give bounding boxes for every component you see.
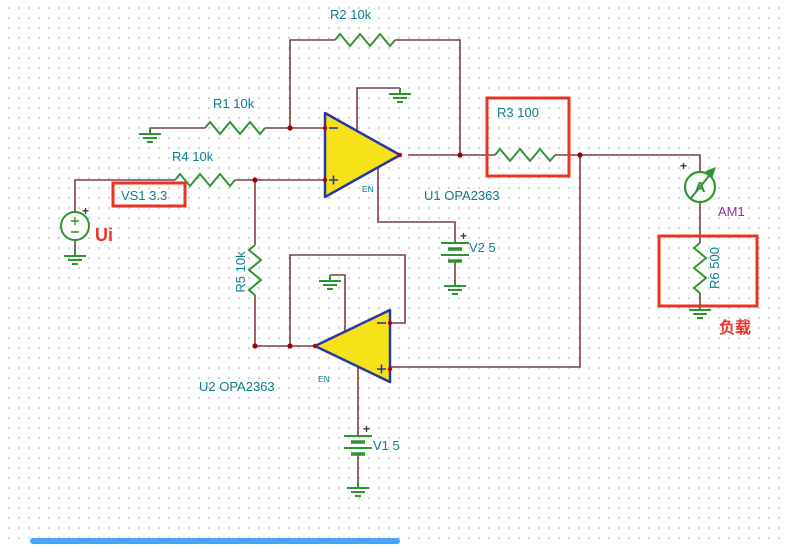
junction-dot xyxy=(577,152,583,158)
junction-dot xyxy=(287,125,293,131)
pin-dot xyxy=(387,320,393,326)
opamp-u2-label: U2 OPA2363 xyxy=(199,379,275,394)
battery-v2[interactable]: + V2 5 xyxy=(441,229,496,263)
pin-dot xyxy=(322,125,328,131)
ammeter-am1[interactable]: A + AM1 xyxy=(680,159,745,219)
ground-u1-supply[interactable] xyxy=(389,88,411,103)
wire-sense-to-u2[interactable] xyxy=(390,155,581,368)
battery-v1-label: V1 5 xyxy=(373,438,400,453)
resistor-r5-label: R5 10k xyxy=(233,251,248,293)
pin-dots xyxy=(312,125,403,372)
resistor-r3-label: R3 100 xyxy=(497,105,539,120)
source-vs1-label: VS1 3.3 xyxy=(121,188,167,203)
battery-v2-short-plates xyxy=(448,247,462,263)
opamp-u2[interactable]: EN U2 OPA2363 xyxy=(199,308,392,394)
ground-v2[interactable] xyxy=(444,280,466,295)
wire-u2-supply-gnd[interactable] xyxy=(330,274,346,332)
resistor-r6-label: R6 500 xyxy=(707,247,722,289)
resistor-r5-body xyxy=(247,244,263,296)
annotation-box-vs1 xyxy=(111,181,187,208)
ammeter-am1-label: AM1 xyxy=(718,204,745,219)
resistor-r2-body xyxy=(334,32,396,48)
battery-v2-plus: + xyxy=(460,229,467,243)
ground-v1[interactable] xyxy=(347,482,369,497)
opamp-u1-body xyxy=(323,111,402,199)
ground-u2-supply[interactable] xyxy=(319,275,341,290)
battery-v1-plus: + xyxy=(363,422,370,436)
source-vs1-body xyxy=(60,211,90,241)
battery-v1[interactable]: + V1 5 xyxy=(344,422,400,456)
annotation-load-label: 负载 xyxy=(719,318,751,337)
resistor-r6[interactable]: R6 500 xyxy=(692,242,722,294)
resistor-r1-body xyxy=(204,120,266,136)
red-annotations: Ui 负载 xyxy=(95,96,759,337)
resistor-r1-label: R1 10k xyxy=(213,96,255,111)
battery-v2-long-plates xyxy=(441,242,469,256)
resistor-r3-body xyxy=(494,147,556,163)
annotation-box-r6 xyxy=(657,234,759,308)
resistor-r2-label: R2 10k xyxy=(330,7,372,22)
ground-r1[interactable] xyxy=(139,128,161,143)
resistor-r2[interactable]: R2 10k xyxy=(330,7,396,48)
ground-vs1[interactable] xyxy=(64,250,86,265)
wires xyxy=(74,39,701,482)
opamp-u2-body xyxy=(313,308,392,384)
resistor-r6-body xyxy=(692,242,708,294)
wire-r2-left[interactable] xyxy=(289,39,335,128)
ammeter-am1-arrowhead xyxy=(705,167,716,179)
junction-dot xyxy=(287,343,293,349)
wire-r3-to-ammeter[interactable] xyxy=(555,154,701,172)
pin-dot xyxy=(397,152,403,158)
battery-v1-long-plates xyxy=(344,435,372,449)
pin-dot xyxy=(387,366,393,372)
opamp-u1-noninverting-mark xyxy=(329,175,338,185)
ammeter-am1-arrow xyxy=(690,170,714,199)
battery-v2-label: V2 5 xyxy=(469,240,496,255)
junction-dot xyxy=(252,343,258,349)
junction-dot xyxy=(457,152,463,158)
resistor-r1[interactable]: R1 10k xyxy=(204,96,266,136)
source-vs1-polarity-marks xyxy=(71,217,79,233)
annotation-box-r3 xyxy=(485,96,571,178)
pin-dot xyxy=(312,343,318,349)
source-vs1-plus: + xyxy=(82,204,89,218)
resistor-r5[interactable]: R5 10k xyxy=(233,244,263,296)
annotation-ui-label: Ui xyxy=(95,225,113,245)
source-vs1[interactable]: + VS1 3.3 xyxy=(60,188,167,241)
resistor-r3[interactable]: R3 100 xyxy=(494,105,556,163)
opamp-u2-en-label: EN xyxy=(318,374,330,384)
wire-u1-vminus-gnd[interactable] xyxy=(356,87,400,131)
opamp-u2-noninverting-mark xyxy=(377,364,386,374)
opamp-u1-label: U1 OPA2363 xyxy=(424,188,500,203)
battery-v1-short-plates xyxy=(351,440,365,456)
junction-dot xyxy=(252,177,258,183)
opamp-u1-en-label: EN xyxy=(362,184,374,194)
wire-u1-supply-to-v2[interactable] xyxy=(377,167,456,243)
wire-u2-feedback-loop[interactable] xyxy=(289,254,406,346)
resistor-r4-body xyxy=(174,172,236,188)
junction-dots xyxy=(252,125,583,349)
pin-dot xyxy=(322,177,328,183)
wire-vs1-to-r4[interactable] xyxy=(74,179,175,212)
resistor-r4[interactable]: R4 10k xyxy=(172,149,236,188)
ammeter-am1-plus: + xyxy=(680,159,687,173)
resistor-r4-label: R4 10k xyxy=(172,149,214,164)
wire-r2-right[interactable] xyxy=(395,39,461,155)
horizontal-scrollbar-thumb[interactable] xyxy=(30,538,400,544)
opamp-u1[interactable]: EN U1 OPA2363 xyxy=(323,111,500,203)
